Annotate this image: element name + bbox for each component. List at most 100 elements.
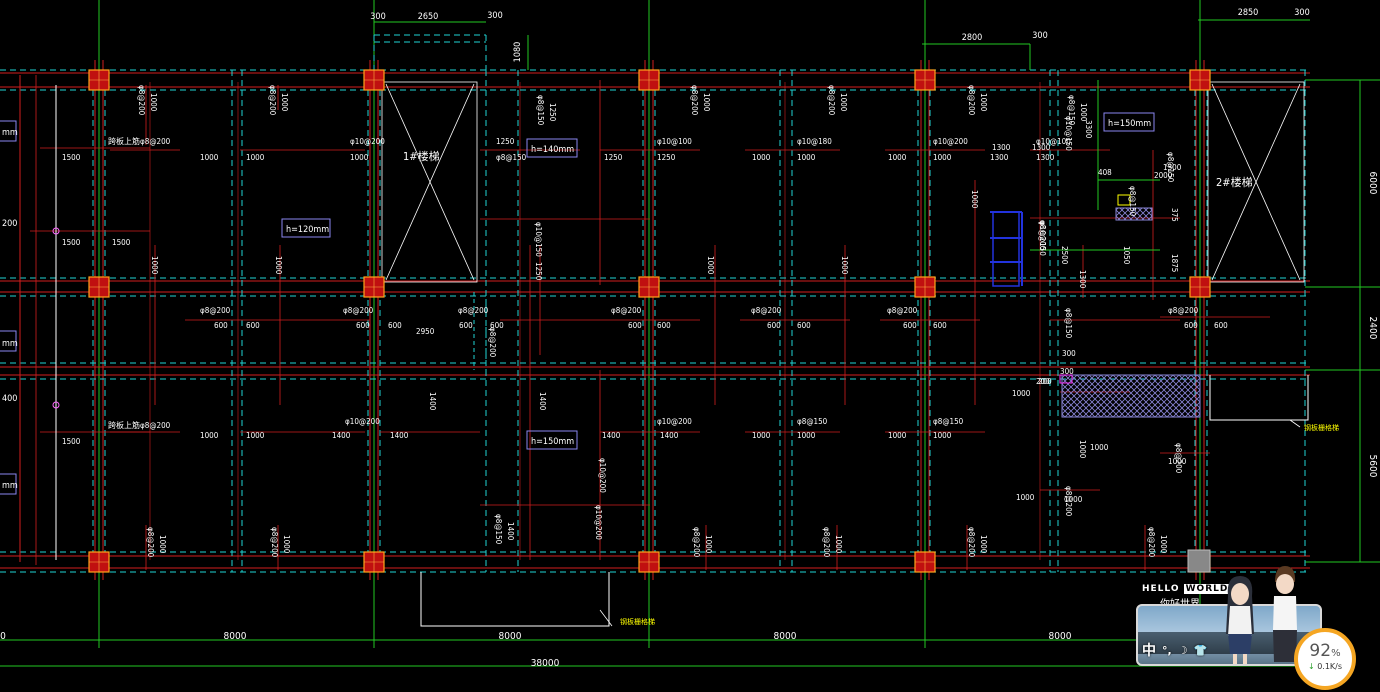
top-dimension-label: 1080 <box>513 42 523 63</box>
rebar-label: 1000 <box>933 153 952 162</box>
rebar-label: φ8@150 <box>1064 308 1073 339</box>
rebar-label: φ10@100 <box>1036 137 1071 146</box>
hatched-opening <box>1061 374 1201 418</box>
rebar-length-label: 1000 <box>834 535 843 554</box>
leader-note: 钢板栅格梯 <box>620 617 655 626</box>
ime-button-bar: 中 °, ☽ 👕 <box>1142 639 1207 661</box>
top-dimension-label: 300 <box>370 12 385 22</box>
rebar-label: 600 <box>1184 321 1198 330</box>
rebar-label: 600 <box>657 321 671 330</box>
slab-thickness-tag <box>0 473 17 495</box>
small-marker <box>1117 194 1131 206</box>
rebar-label: φ8@200 <box>268 85 277 116</box>
rebar-label: φ8@200 <box>1168 306 1199 315</box>
rebar-label: 1000 <box>350 153 369 162</box>
rebar-label: 1250 <box>604 153 623 162</box>
rebar-label: 2500 <box>1060 246 1069 265</box>
top-dimension-label: 2800 <box>962 33 983 43</box>
slab-thickness-label: h=140mm <box>531 145 574 155</box>
stair-outline <box>1207 81 1305 283</box>
structural-columns <box>88 69 1211 573</box>
top-dimension-label: 2850 <box>1238 8 1259 18</box>
ime-skin-shirt-icon[interactable]: 👕 <box>1193 643 1208 657</box>
slab-thickness-tag <box>0 120 17 142</box>
rebar-length-label: 1000 <box>702 93 711 112</box>
rebar-label: 1500 <box>62 238 81 247</box>
rebar-label: 1000 <box>797 153 816 162</box>
left-edge-label: mm <box>2 128 18 138</box>
left-edge-label: 200 <box>2 219 17 229</box>
rebar-label: 1000 <box>752 431 771 440</box>
download-speed: ↓ 0.1K/s <box>1307 662 1343 671</box>
stair-label: 2#楼梯 <box>1216 175 1253 189</box>
rebar-label: φ8@200 <box>146 527 155 558</box>
rebar-label: φ10@200 <box>933 137 968 146</box>
rebar-label: 1250 <box>534 262 543 281</box>
rebar-label: 600 <box>356 321 370 330</box>
top-dimension-label: 300 <box>1294 8 1309 18</box>
slab-thickness-label: h=120mm <box>286 225 329 235</box>
rebar-label: 1300 <box>1036 153 1055 162</box>
rebar-label: φ10@180 <box>797 137 832 146</box>
rebar-label: φ8@200 <box>1064 486 1073 517</box>
rebar-label: 1500 <box>62 153 81 162</box>
download-arrow-icon: ↓ <box>1307 662 1315 671</box>
rebar-label: φ8@150 <box>1067 95 1076 126</box>
rebar-label: φ10@200 <box>657 417 692 426</box>
rebar-label: 1250 <box>657 153 676 162</box>
ime-chinese-mode-button[interactable]: 中 <box>1142 643 1156 659</box>
rebar-label: 1300 <box>1032 143 1051 152</box>
rebar-label: φ10@150 <box>1038 221 1047 256</box>
memory-percent: 92% <box>1309 641 1341 661</box>
rebar-label: φ10@200 <box>598 458 607 493</box>
rebar-label: 300 <box>1062 349 1076 358</box>
rebar-label: φ10@150 <box>1064 116 1073 151</box>
leader-note: 钢板栅格梯 <box>1304 423 1339 432</box>
rebar-label: φ8@150 <box>1128 186 1137 217</box>
leader-line <box>1289 419 1301 428</box>
rebar-label: φ8@200 <box>967 527 976 558</box>
rebar-label: φ8@200 <box>827 85 836 116</box>
rebar-label: 600 <box>1214 321 1228 330</box>
rebar-label: 跨板上筋φ8@200 <box>108 136 171 146</box>
rebar-label: 1000 <box>797 431 816 440</box>
rebar-label: 1300 <box>1078 270 1087 289</box>
landing-frame <box>1209 375 1309 421</box>
small-marker <box>1059 374 1073 384</box>
slab-thickness-label: h=150mm <box>1108 119 1151 129</box>
rebar-label: 1000 <box>888 153 907 162</box>
rebar-length-label: 1000 <box>704 535 713 554</box>
rebar-label: 1000 <box>706 256 715 275</box>
bay-dimension-label: 0 <box>0 631 6 642</box>
rebar-label: 600 <box>490 321 504 330</box>
rebar-label: φ8@200 <box>270 527 279 558</box>
rebar-label: 1000 <box>752 153 771 162</box>
rebar-label: 600 <box>628 321 642 330</box>
side-dimension-label: 6000 <box>1367 172 1378 195</box>
hatched-opening <box>1115 207 1153 221</box>
rebar-label: 600 <box>933 321 947 330</box>
rebar-label: 2950 <box>416 327 435 336</box>
slab-thickness-tag <box>1103 112 1155 132</box>
rebar-label: 3300 <box>1084 120 1093 139</box>
ime-toolbar-widget[interactable]: HELLO WORLD 你好世界 中 °, ☽ 👕 <box>1134 566 1322 666</box>
network-speed-monitor[interactable]: 92% ↓ 0.1K/s <box>1294 628 1356 690</box>
rebar-length-label: 1000 <box>280 93 289 112</box>
rebar-label: 1000 <box>1012 389 1031 398</box>
structural-column <box>1187 549 1211 573</box>
bay-dimension-label: 8000 <box>1049 631 1072 642</box>
ime-brand: HELLO WORLD <box>1142 584 1231 594</box>
rebar-label: φ8@200 <box>200 306 231 315</box>
ime-punctuation-button[interactable]: °, <box>1162 643 1172 657</box>
rebar-length-label: 1000 <box>158 535 167 554</box>
rebar-length-label: 1000 <box>282 535 291 554</box>
rebar-label: 1875 <box>1170 254 1179 272</box>
rebar-label: 1300 <box>992 143 1011 152</box>
rebar-label: φ10@100 <box>657 137 692 146</box>
rebar-label: φ8@200 <box>488 327 497 358</box>
ime-halfwidth-moon-icon[interactable]: ☽ <box>1177 643 1188 657</box>
rebar-label: 1000 <box>246 153 265 162</box>
rebar-label: φ8@150 <box>496 153 527 162</box>
node-marker <box>52 401 60 409</box>
